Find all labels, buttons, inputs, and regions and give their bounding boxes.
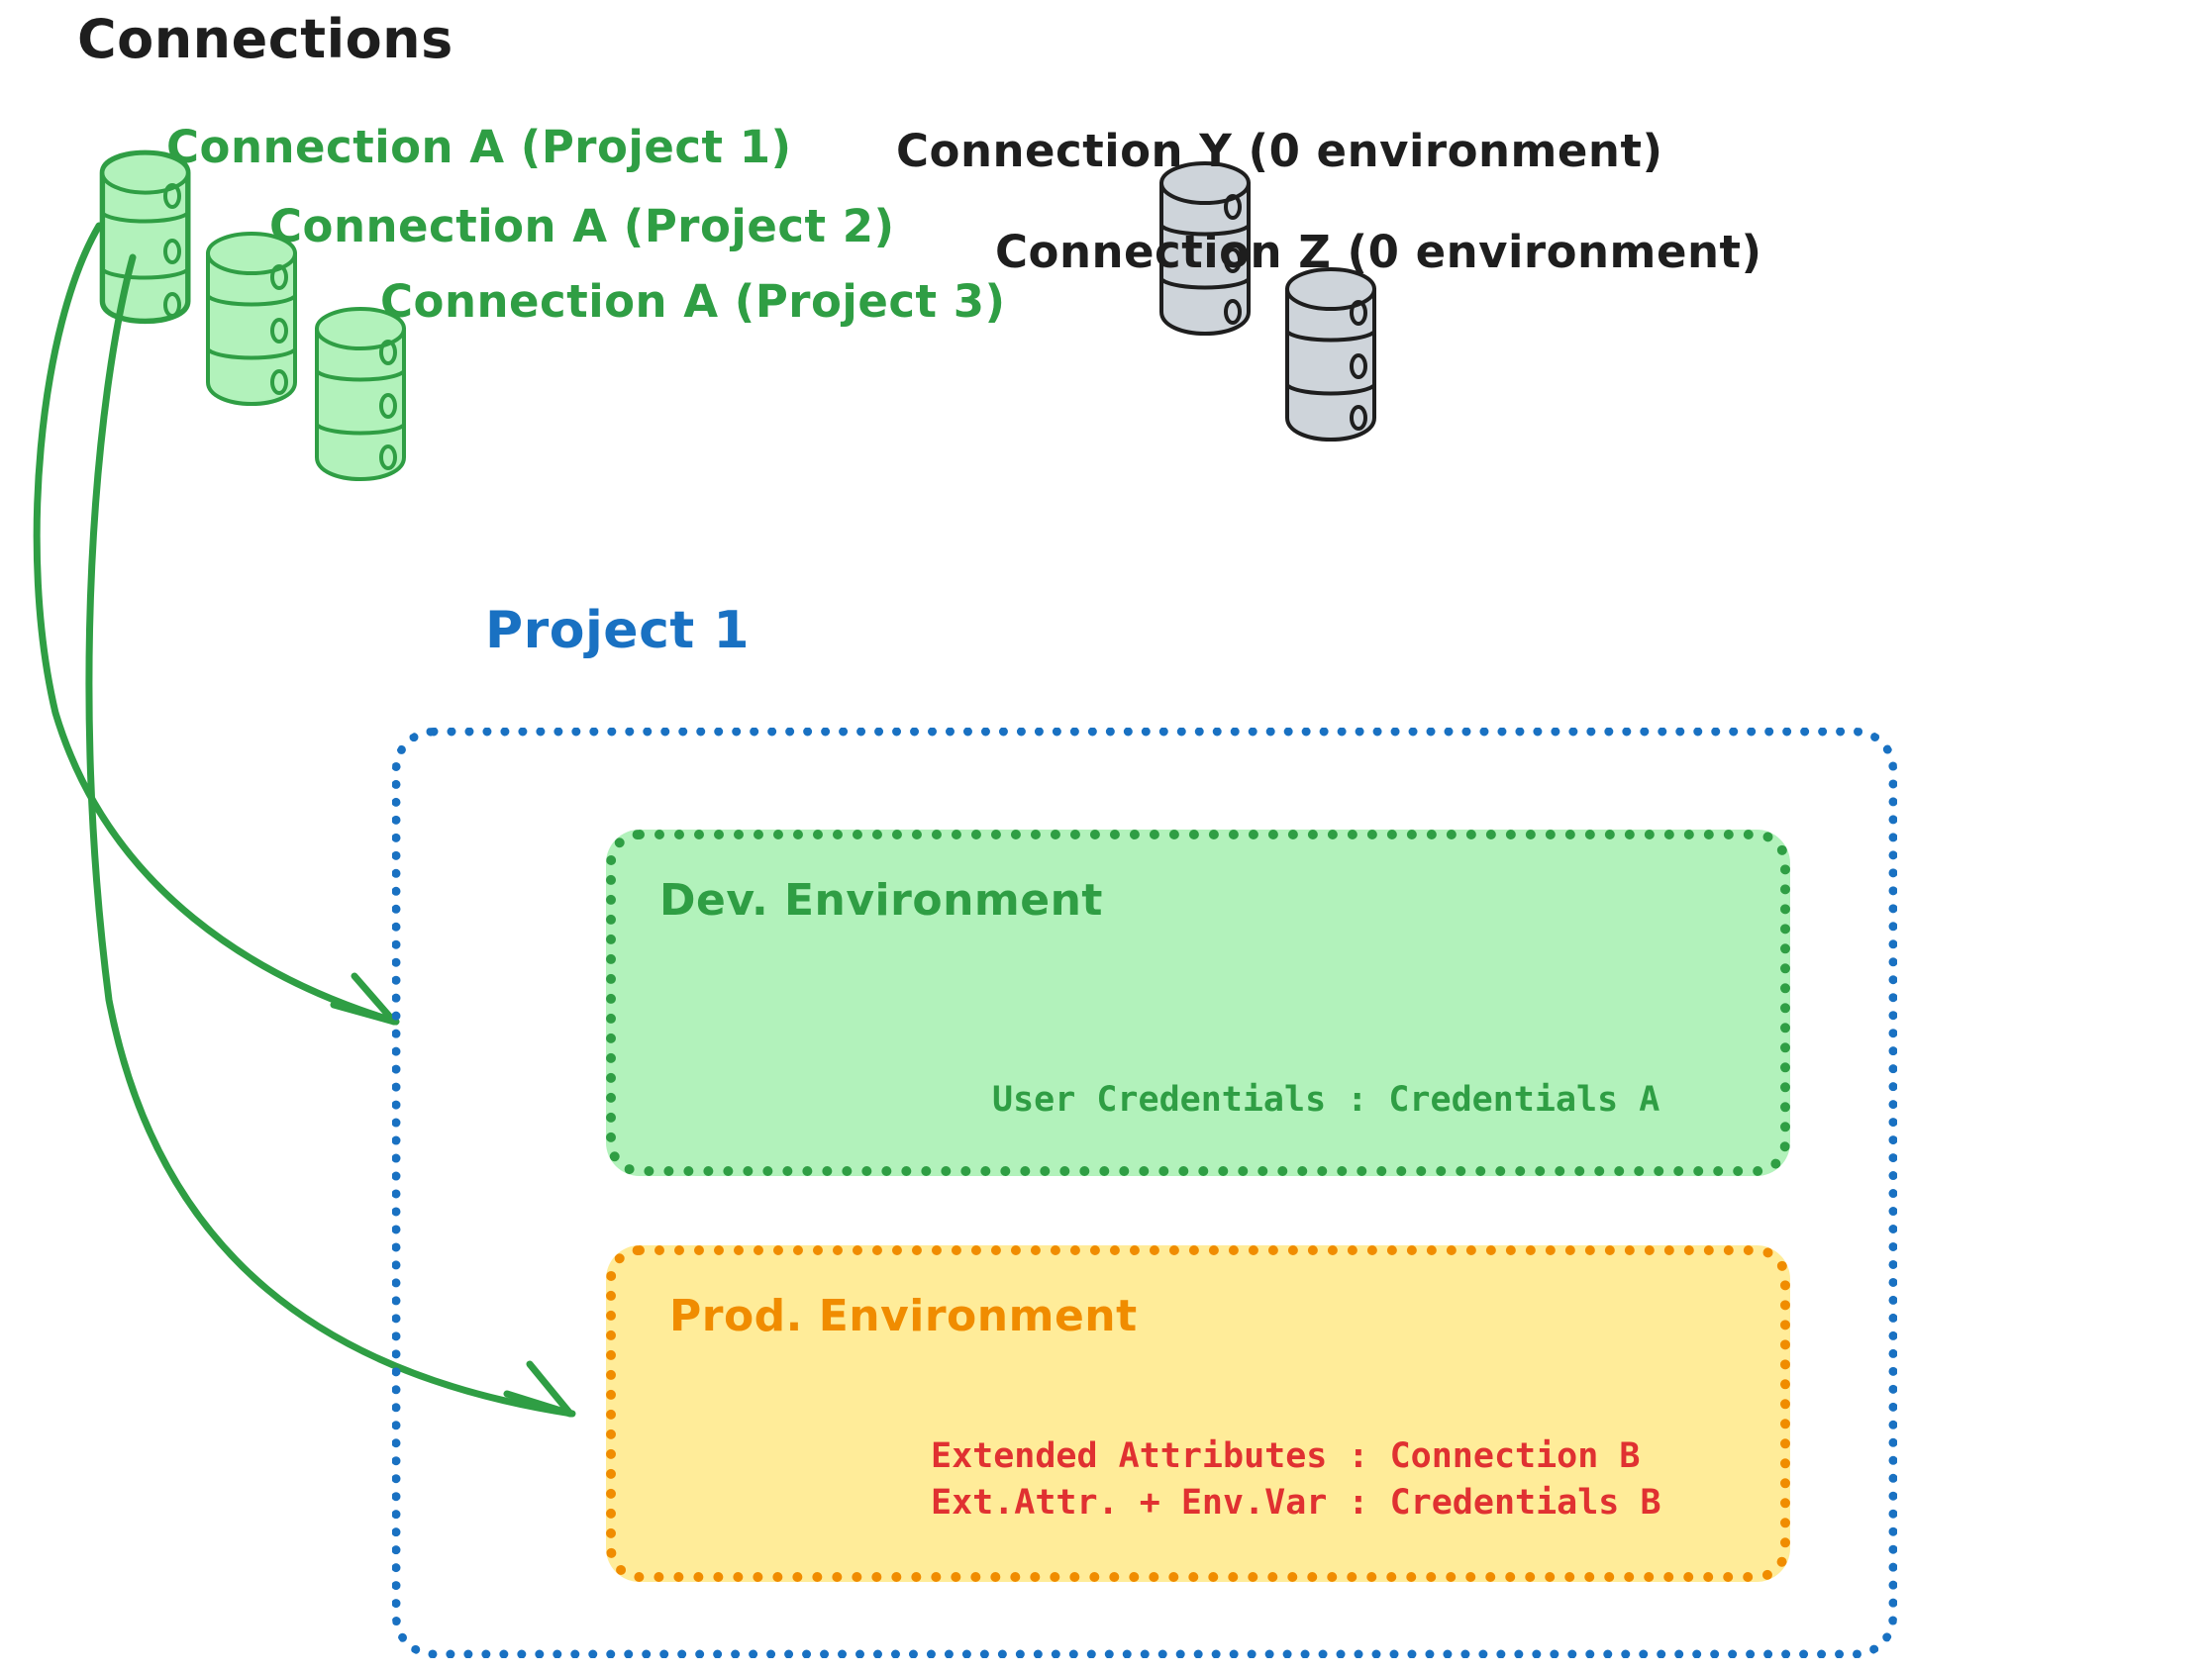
database-label-connection-a-3: Connection A (Project 3): [380, 275, 1006, 328]
project-title: Project 1: [485, 601, 751, 660]
page-title: Connections: [77, 8, 453, 70]
prod-environment-title: Prod. Environment: [669, 1291, 1138, 1341]
database-label-connection-y: Connection Y (0 environment): [896, 125, 1663, 177]
database-icon-connection-a-1: [99, 149, 191, 325]
dev-environment-details: User Credentials : Credentials A: [992, 1080, 1660, 1120]
prod-environment-box: [606, 1245, 1790, 1582]
database-label-connection-a-1: Connection A (Project 1): [166, 121, 792, 173]
database-icon-connection-z: [1285, 267, 1376, 442]
database-icon-connection-a-3: [315, 307, 406, 481]
database-icon-connection-a-2: [206, 232, 297, 406]
prod-environment-details: Extended Attributes : Connection B Ext.A…: [931, 1436, 1661, 1524]
dev-environment-title: Dev. Environment: [659, 875, 1103, 926]
dev-environment-box: [606, 830, 1790, 1176]
project-container: [392, 728, 1897, 1658]
database-label-connection-a-2: Connection A (Project 2): [269, 200, 895, 252]
arrow-connection-a-to-dev: [33, 222, 400, 1026]
database-label-connection-z: Connection Z (0 environment): [995, 226, 1762, 278]
